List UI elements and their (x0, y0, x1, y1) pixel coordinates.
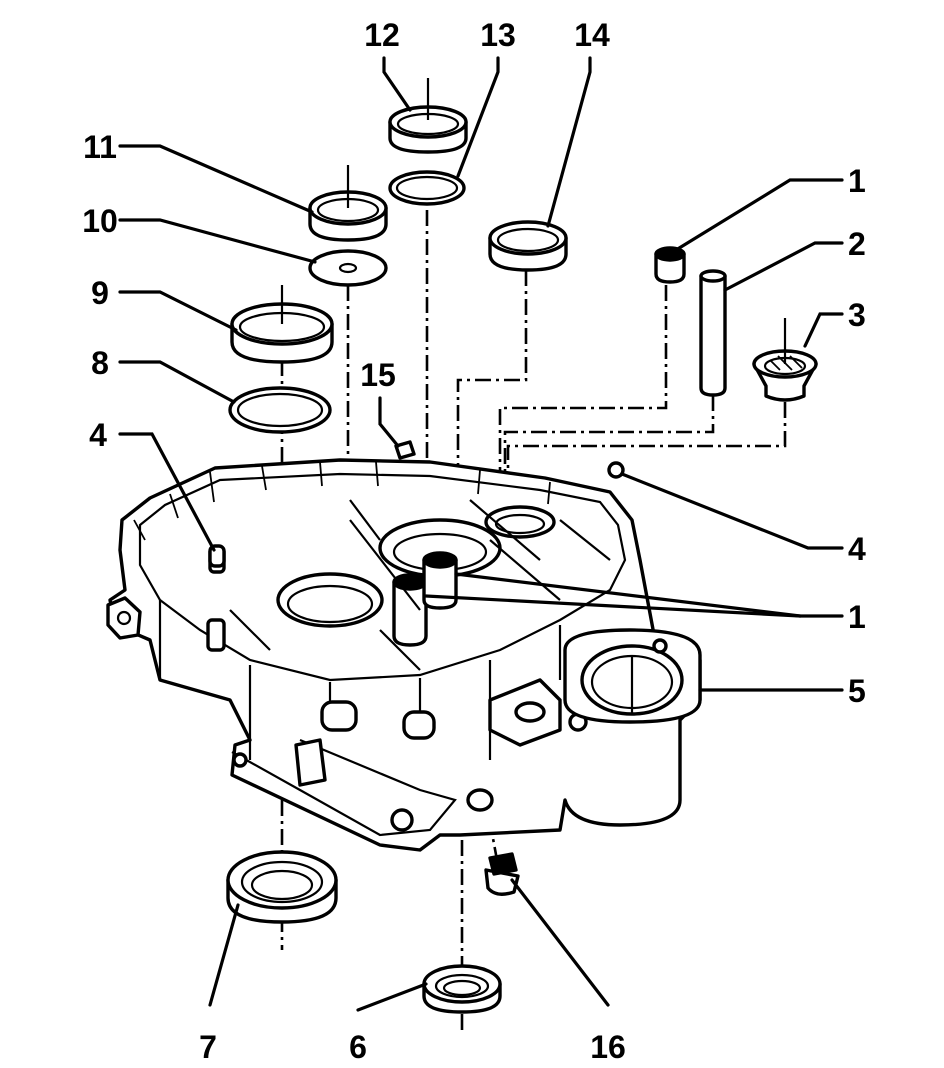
callout-14: 14 (574, 17, 610, 53)
part-7-oil-seal (226, 850, 338, 924)
callout-3: 3 (848, 297, 866, 333)
part-9-bearing-race (230, 285, 334, 364)
callout-5: 5 (848, 673, 866, 709)
callout-8: 8 (91, 345, 109, 381)
callout-10: 10 (82, 203, 118, 239)
part-16-plug-screw (484, 852, 520, 896)
part-2-pin (699, 269, 727, 397)
part-10-washer (308, 249, 388, 287)
callout-13: 13 (480, 17, 516, 53)
callout-4-left: 4 (89, 417, 107, 453)
part-11-bearing-race (308, 165, 388, 242)
part-1-sleeve (654, 246, 686, 284)
callout-1-top: 1 (848, 163, 866, 199)
callout-9: 9 (91, 275, 109, 311)
part-5-gearbox-housing (106, 458, 702, 852)
part-6-oil-seal (422, 964, 502, 1014)
callout-7: 7 (199, 1029, 217, 1065)
callout-labels: 1 2 3 4 4 1 5 6 7 8 9 10 11 12 13 14 15 … (82, 17, 866, 1065)
callout-2: 2 (848, 226, 866, 262)
callout-6: 6 (349, 1029, 367, 1065)
part-12-bearing-race (388, 78, 468, 154)
part-8-shim (228, 386, 332, 434)
part-13-shim (388, 170, 466, 206)
callout-12: 12 (364, 17, 400, 53)
leader-lines (118, 56, 844, 1012)
callout-1-lower: 1 (848, 599, 866, 635)
callout-16: 16 (590, 1029, 626, 1065)
part-4-ball-right (607, 461, 625, 479)
part-14-bearing-race (488, 220, 568, 272)
part-15-plug (394, 440, 416, 460)
callout-15: 15 (360, 357, 396, 393)
part-3-bearing (752, 318, 818, 402)
callout-4-right: 4 (848, 531, 866, 567)
callout-11: 11 (83, 129, 117, 165)
